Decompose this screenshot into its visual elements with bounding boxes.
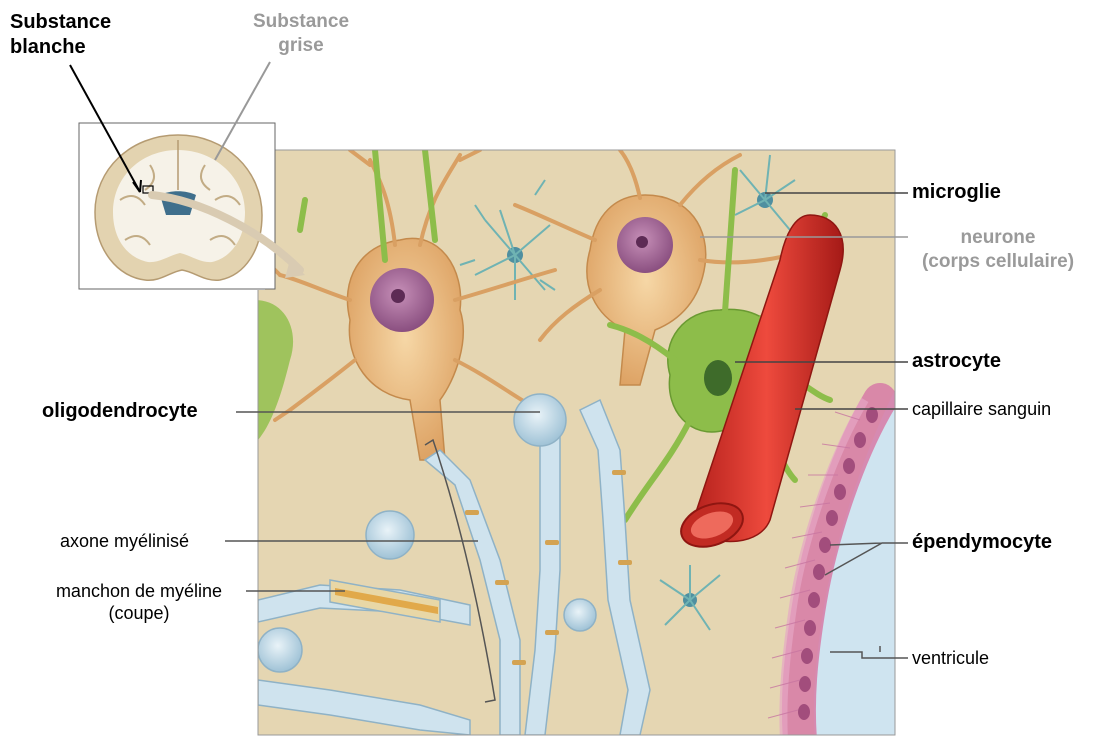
label-neurone: neurone (corps cellulaire) — [898, 226, 1098, 274]
label-capillaire-sanguin: capillaire sanguin — [912, 398, 1051, 420]
label-substance-blanche-line2: blanche — [10, 35, 111, 60]
brain-section-inset — [79, 123, 305, 289]
tissue-panel — [250, 140, 910, 740]
label-substance-blanche-line1: Substance — [10, 10, 111, 35]
label-substance-grise-line1: Substance — [236, 10, 366, 34]
label-microglie: microglie — [912, 180, 1001, 205]
label-substance-blanche: Substance blanche — [10, 10, 111, 60]
label-neurone-line1: neurone — [898, 226, 1098, 250]
label-manchon-line1: manchon de myéline — [34, 580, 244, 602]
label-substance-grise: Substance grise — [236, 10, 366, 58]
label-manchon-line2: (coupe) — [34, 602, 244, 624]
label-oligodendrocyte: oligodendrocyte — [42, 399, 198, 424]
label-manchon-myeline: manchon de myéline (coupe) — [34, 580, 244, 624]
label-neurone-line2: (corps cellulaire) — [898, 250, 1098, 274]
label-astrocyte: astrocyte — [912, 349, 1001, 374]
label-substance-grise-line2: grise — [236, 34, 366, 58]
label-axone-myelinise: axone myélinisé — [60, 530, 189, 552]
label-ependymocyte: épendymocyte — [912, 530, 1052, 555]
label-ventricule: ventricule — [912, 647, 989, 669]
